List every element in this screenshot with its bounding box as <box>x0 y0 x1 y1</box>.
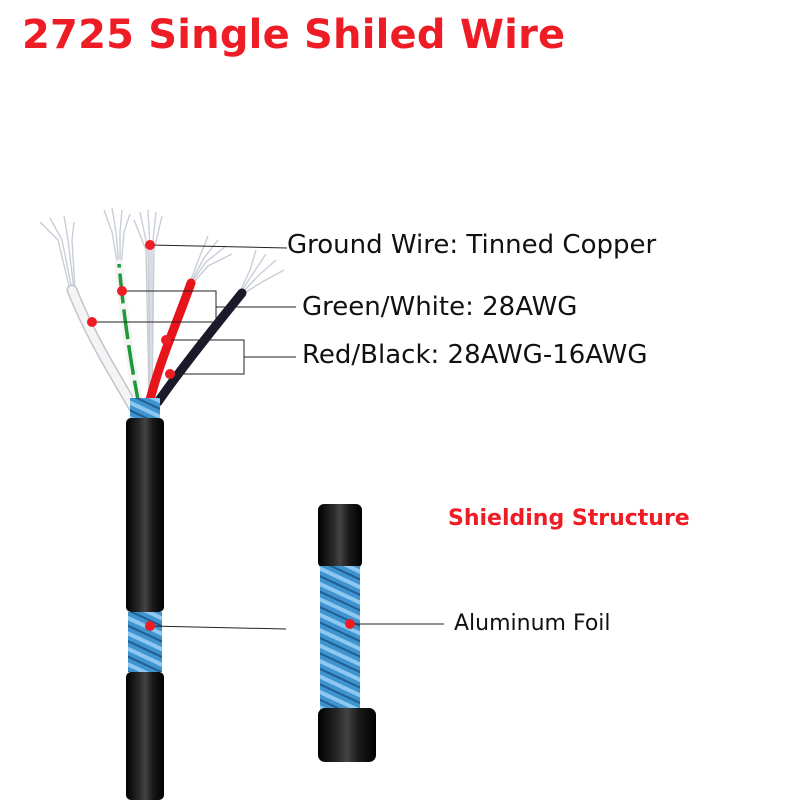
red-wire-strands <box>189 235 233 284</box>
red-black-label: Red/Black: 28AWG-16AWG <box>302 340 648 370</box>
black-wire <box>153 288 247 407</box>
marker-dots <box>87 240 355 631</box>
cable-jacket-upper <box>126 418 164 612</box>
cable-foil-window <box>128 612 162 672</box>
aluminum-foil-label: Aluminum Foil <box>454 611 611 636</box>
red-black-bracket <box>166 339 296 375</box>
white-dot <box>87 317 97 327</box>
sample-jacket-top <box>318 504 362 568</box>
shielding-structure-label: Shielding Structure <box>448 506 690 531</box>
foil-dot-main <box>145 621 155 631</box>
top-foil-segment <box>130 398 160 420</box>
green-dot <box>117 286 127 296</box>
sample-jacket-bottom <box>318 708 376 762</box>
ground-dot <box>145 240 155 250</box>
green-white-label: Green/White: 28AWG <box>302 292 578 322</box>
foil-leader-main <box>149 625 287 630</box>
black-dot <box>165 369 175 379</box>
white-wire-strands <box>39 215 76 291</box>
ground-leader <box>149 244 288 249</box>
red-dot <box>161 335 171 345</box>
diagram-title: 2725 Single Shiled Wire <box>22 12 566 58</box>
cable-jacket-lower <box>126 672 164 800</box>
green-wire-strands <box>103 207 131 269</box>
black-wire-strands <box>239 249 285 295</box>
ground-wire-label: Ground Wire: Tinned Copper <box>287 230 657 260</box>
foil-dot-sample <box>345 619 355 629</box>
sample-foil <box>320 566 360 710</box>
